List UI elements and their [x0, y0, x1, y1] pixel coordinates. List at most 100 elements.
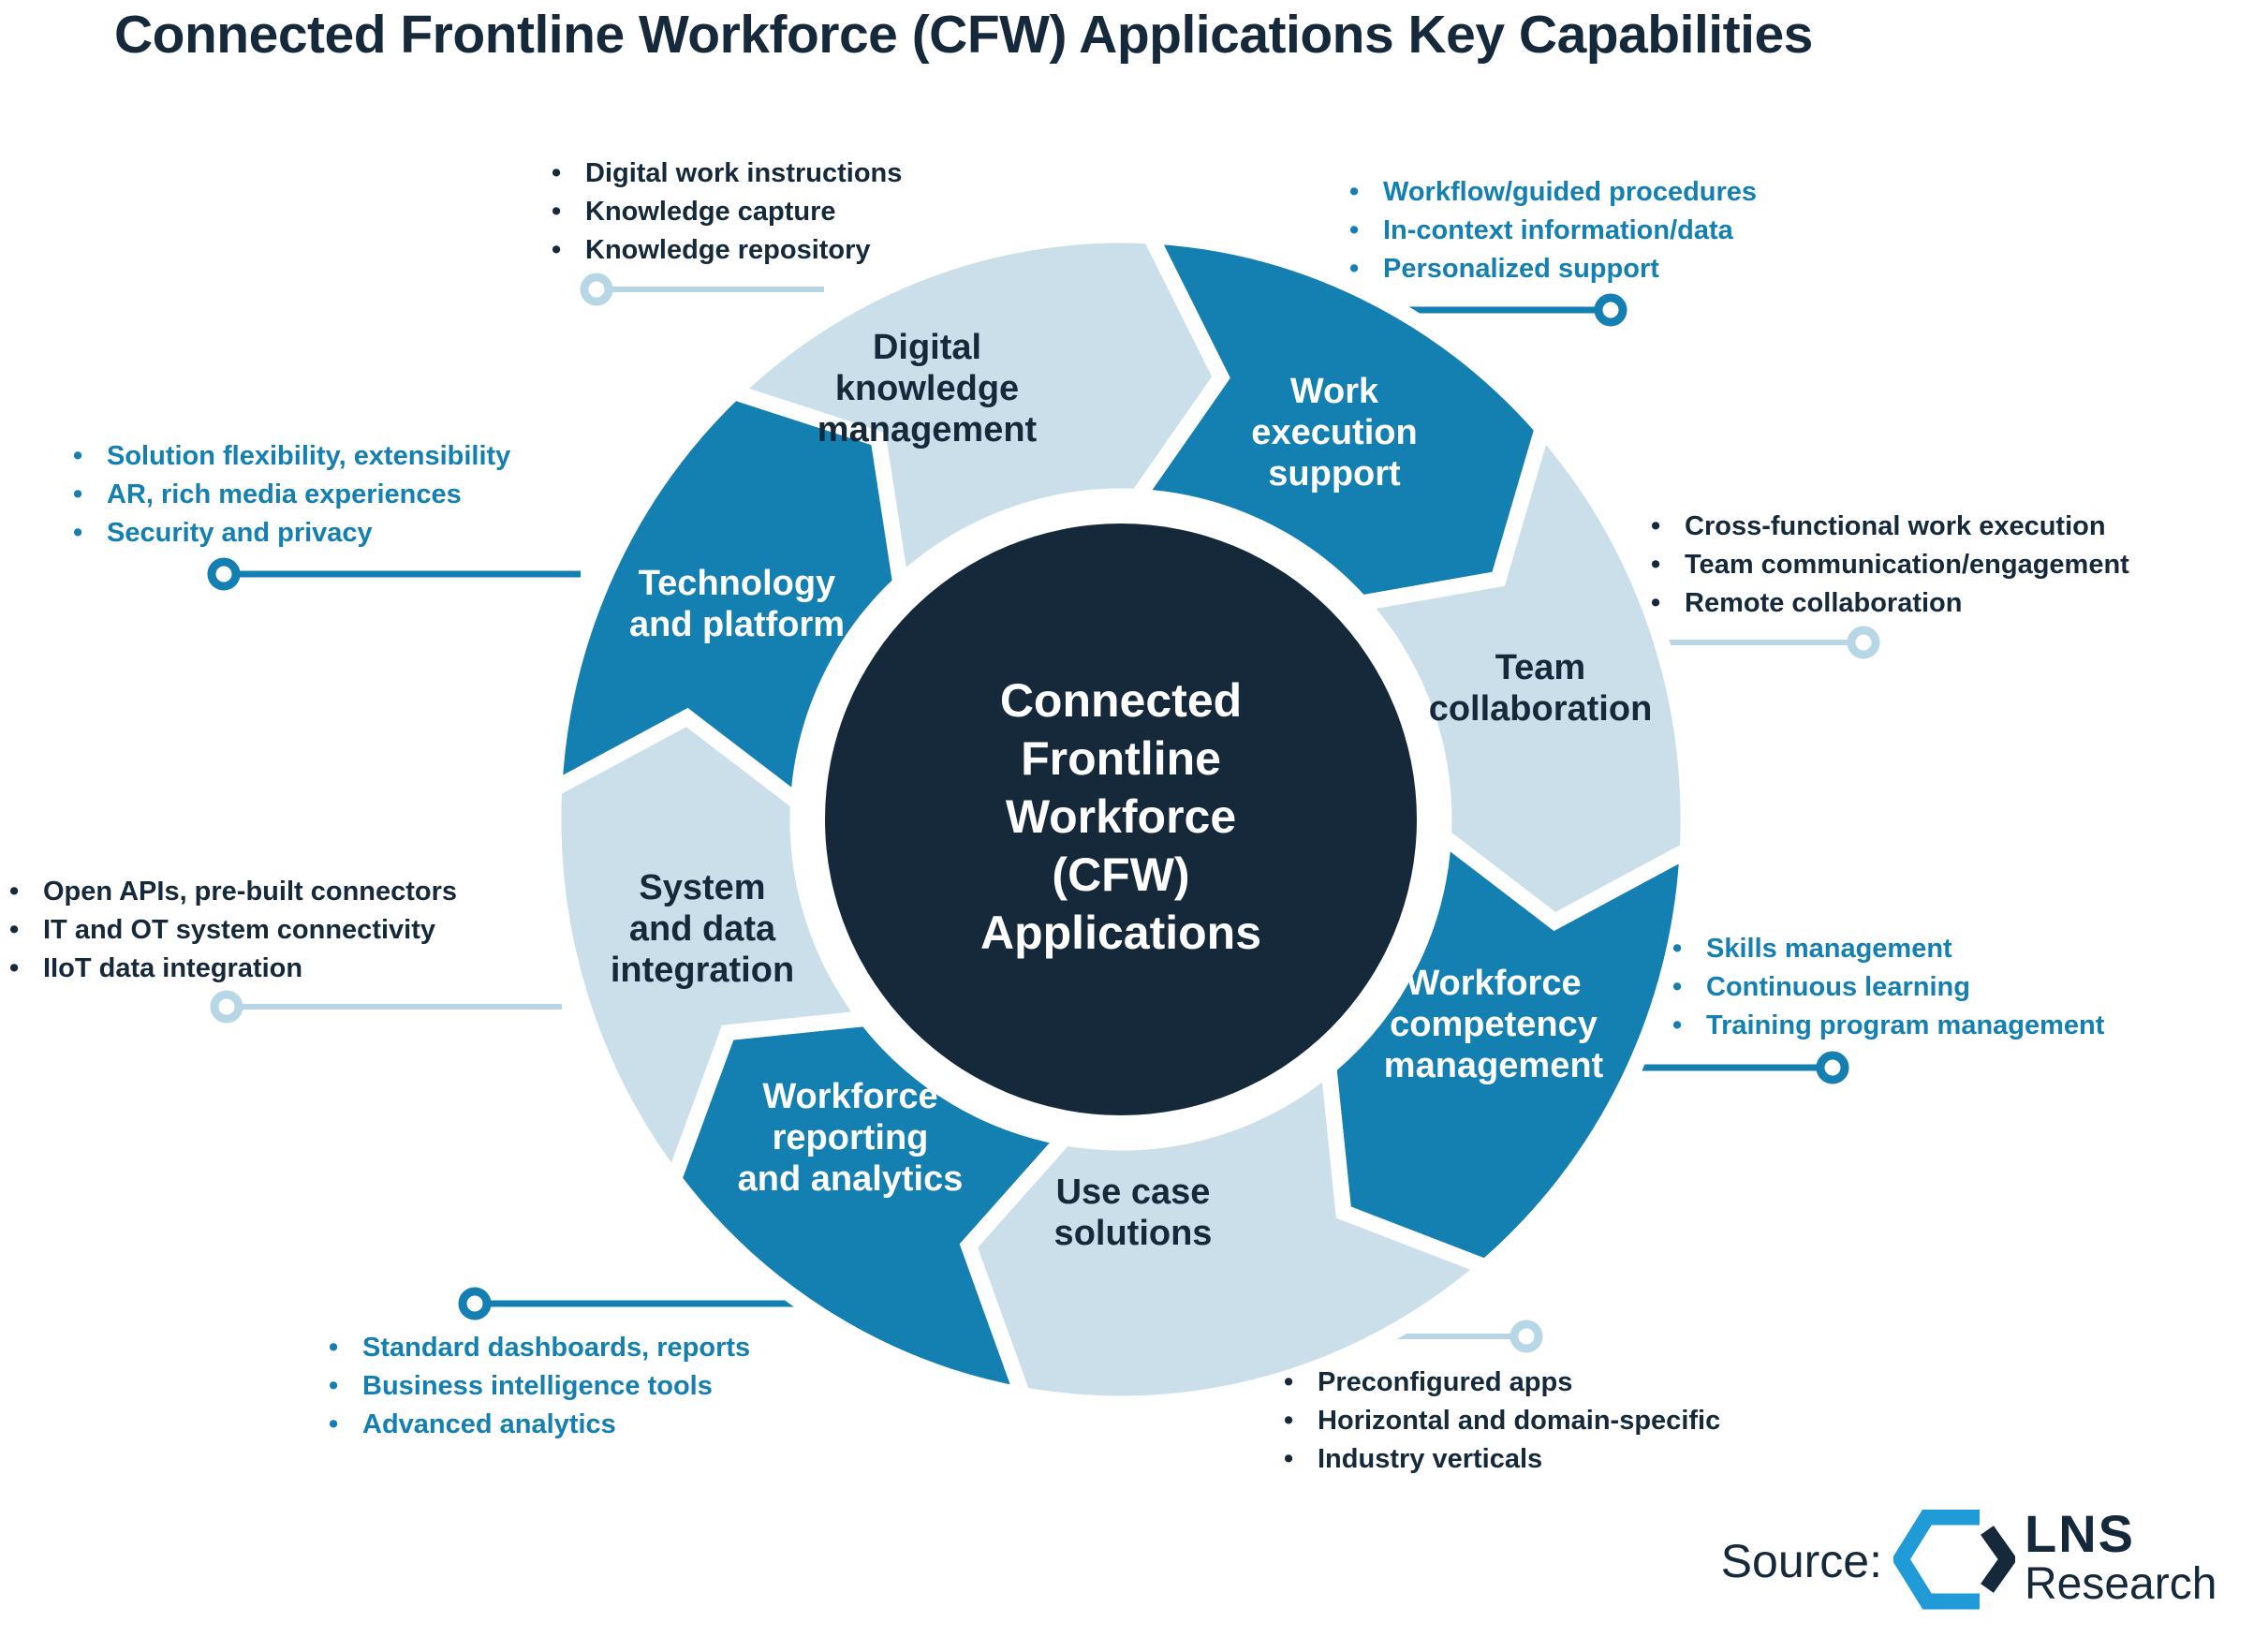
bullet-item: • Industry verticals	[1284, 1440, 1720, 1479]
bullet-item: • Preconfigured apps	[1284, 1364, 1720, 1402]
bullet-item: • Personalized support	[1349, 250, 1757, 288]
bullet-dot-icon: •	[1672, 972, 1683, 1002]
bullet-dot-icon: •	[1651, 550, 1661, 580]
bullet-list-digital-knowledge-management: • Digital work instructions • Knowledge cap…	[552, 155, 902, 270]
callout-endpoint-system-and-data-integration	[210, 990, 243, 1024]
bullet-text: IT and OT system connectivity	[43, 915, 435, 945]
bullet-text: Knowledge capture	[585, 197, 836, 227]
bullet-list-work-execution-support: • Workflow/guided procedures • In-context i…	[1349, 173, 1757, 288]
bullet-text: Digital work instructions	[585, 158, 903, 188]
brand-name-block: LNS Research	[2025, 1508, 2216, 1609]
bullet-text: AR, rich media experiences	[107, 479, 462, 509]
bullet-dot-icon: •	[1672, 934, 1683, 964]
bullet-item: • Advanced analytics	[329, 1406, 750, 1444]
bullet-dot-icon: •	[1284, 1406, 1294, 1436]
source-label: Source:	[1720, 1535, 1882, 1587]
wheel-segment-technology-and-platform	[545, 382, 909, 818]
bullet-dot-icon: •	[1349, 254, 1360, 284]
bullet-dot-icon: •	[329, 1371, 339, 1401]
bullet-text: Skills management	[1706, 934, 1952, 964]
bullet-dot-icon: •	[1284, 1444, 1294, 1474]
bullet-item: • Digital work instructions	[552, 155, 902, 193]
bullet-text: Horizontal and domain-specific	[1318, 1406, 1721, 1436]
lns-logo-icon	[1893, 1510, 2015, 1610]
callout-endpoint-workforce-competency-management	[1816, 1051, 1849, 1084]
bullet-dot-icon: •	[73, 479, 83, 509]
bullet-dot-icon: •	[9, 953, 20, 983]
segments-group	[545, 227, 1697, 1412]
bullet-text: Security and privacy	[107, 518, 373, 548]
bullet-dot-icon: •	[1672, 1010, 1683, 1040]
bullet-list-technology-and-platform: • Solution flexibility, extensibility • AR,…	[73, 437, 510, 553]
bullet-item: • IT and OT system connectivity	[9, 911, 457, 950]
bullet-item: • Business intelligence tools	[329, 1367, 750, 1406]
bullet-text: Standard dashboards, reports	[362, 1333, 751, 1363]
bullet-text: Preconfigured apps	[1318, 1367, 1573, 1397]
bullet-list-workforce-reporting-and-analytics: • Standard dashboards, reports • Business i…	[329, 1329, 750, 1444]
bullet-item: • AR, rich media experiences	[73, 476, 510, 514]
bullet-text: Continuous learning	[1706, 972, 1970, 1002]
brand-name: LNS	[2025, 1504, 2135, 1563]
bullet-item: • Continuous learning	[1672, 968, 2104, 1007]
bullet-item: • Knowledge capture	[552, 193, 902, 231]
callout-endpoint-workforce-reporting-and-analytics	[458, 1287, 492, 1320]
bullet-text: Solution flexibility, extensibility	[107, 441, 511, 471]
bullet-text: Personalized support	[1383, 254, 1659, 284]
bullet-dot-icon: •	[1651, 588, 1661, 618]
bullet-item: •Open APIs, pre-built connectors	[9, 873, 457, 911]
bullet-dot-icon: •	[1349, 215, 1360, 245]
bullet-list-workforce-competency-management: • Skills management • Continuous learning • T…	[1672, 930, 2104, 1045]
bullet-item: • Cross-functional work execution	[1651, 508, 2129, 546]
bullet-dot-icon: •	[1651, 511, 1661, 541]
wheel-segment-use-case-solutions	[959, 1051, 1501, 1412]
bullet-text: Industry verticals	[1318, 1444, 1543, 1474]
bullet-dot-icon: •	[9, 915, 20, 945]
bullet-list-system-and-data-integration: •Open APIs, pre-built connectors•IT and …	[9, 873, 457, 988]
bullet-dot-icon: •	[1349, 177, 1360, 207]
bullet-text: Training program management	[1706, 1010, 2105, 1040]
bullet-text: Workflow/guided procedures	[1383, 177, 1758, 207]
bullet-dot-icon: •	[329, 1409, 339, 1439]
bullet-list-use-case-solutions: • Preconfigured apps • Horizontal and domai…	[1284, 1364, 1720, 1479]
bullet-list-team-collaboration: • Cross-functional work execution • Team co…	[1651, 508, 2129, 623]
wheel-segment-digital-knowledge-management	[718, 227, 1230, 599]
bullet-text: Business intelligence tools	[362, 1371, 713, 1401]
bullet-text: IIoT data integration	[43, 953, 303, 983]
bullet-dot-icon: •	[1284, 1367, 1294, 1397]
bullet-item: • Remote collaboration	[1651, 584, 2129, 623]
bullet-item: • Security and privacy	[73, 514, 510, 553]
bullet-text: Remote collaboration	[1685, 588, 1963, 618]
bullet-item: • Team communication/engagement	[1651, 546, 2129, 584]
bullet-item: • In-context information/data	[1349, 212, 1757, 250]
callout-endpoint-use-case-solutions	[1510, 1320, 1543, 1353]
bullet-text: Team communication/engagement	[1685, 550, 2129, 580]
bullet-text: Knowledge repository	[585, 235, 871, 265]
bullet-dot-icon: •	[552, 197, 562, 227]
bullet-text: Cross-functional work execution	[1685, 511, 2106, 541]
callout-endpoint-technology-and-platform	[207, 557, 241, 591]
callout-endpoint-work-execution-support	[1594, 293, 1627, 327]
bullet-dot-icon: •	[329, 1333, 339, 1363]
callout-endpoint-team-collaboration	[1847, 626, 1880, 659]
bullet-dot-icon: •	[552, 235, 562, 265]
bullet-dot-icon: •	[73, 441, 83, 471]
bullet-text: Advanced analytics	[362, 1409, 616, 1439]
bullet-item: • Skills management	[1672, 930, 2104, 968]
callout-endpoint-digital-knowledge-management	[580, 273, 613, 306]
brand-subname: Research	[2025, 1559, 2217, 1609]
bullet-item: • Workflow/guided procedures	[1349, 173, 1757, 212]
page-title: Connected Frontline Workforce (CFW) Appl…	[114, 5, 1813, 65]
bullet-item: • IIoT data integration	[9, 950, 457, 988]
wheel-center-circle	[825, 524, 1417, 1115]
bullet-dot-icon: •	[552, 158, 562, 188]
bullet-text: Open APIs, pre-built connectors	[43, 877, 458, 907]
bullet-text: In-context information/data	[1383, 215, 1733, 245]
bullet-item: • Solution flexibility, extensibility	[73, 437, 510, 476]
bullet-item: • Standard dashboards, reports	[329, 1329, 750, 1367]
bullet-item: • Knowledge repository	[552, 231, 902, 270]
bullet-dot-icon: •	[73, 518, 83, 548]
source-attribution: Source: LNS Research	[1676, 1498, 2268, 1625]
bullet-item: • Horizontal and domain-specific	[1284, 1402, 1720, 1440]
bullet-item: • Training program management	[1672, 1007, 2104, 1045]
